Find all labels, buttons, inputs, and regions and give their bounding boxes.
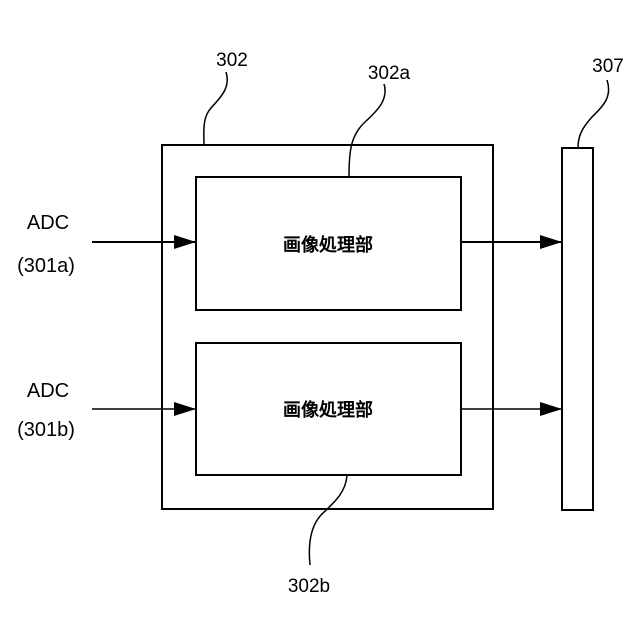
leader-line-302 (204, 72, 227, 145)
ref-label-302a: 302a (368, 63, 411, 84)
leader-line-302b (309, 475, 347, 565)
ref-label-307: 307 (592, 56, 624, 77)
input-label-upper-line2: (301a) (17, 255, 75, 277)
lower-block-text: 画像処理部 (283, 399, 373, 421)
input-label-lower-line2: (301b) (17, 419, 75, 441)
leader-line-302a (349, 84, 385, 177)
upper-block-text: 画像処理部 (283, 234, 373, 256)
ref-label-302b: 302b (288, 576, 330, 597)
leader-line-307 (578, 80, 609, 148)
input-label-lower-line1: ADC (27, 380, 69, 402)
outer-block-302 (162, 145, 493, 509)
ref-label-302: 302 (216, 50, 248, 71)
output-bar-307 (562, 148, 593, 510)
input-label-upper-line1: ADC (27, 212, 69, 234)
